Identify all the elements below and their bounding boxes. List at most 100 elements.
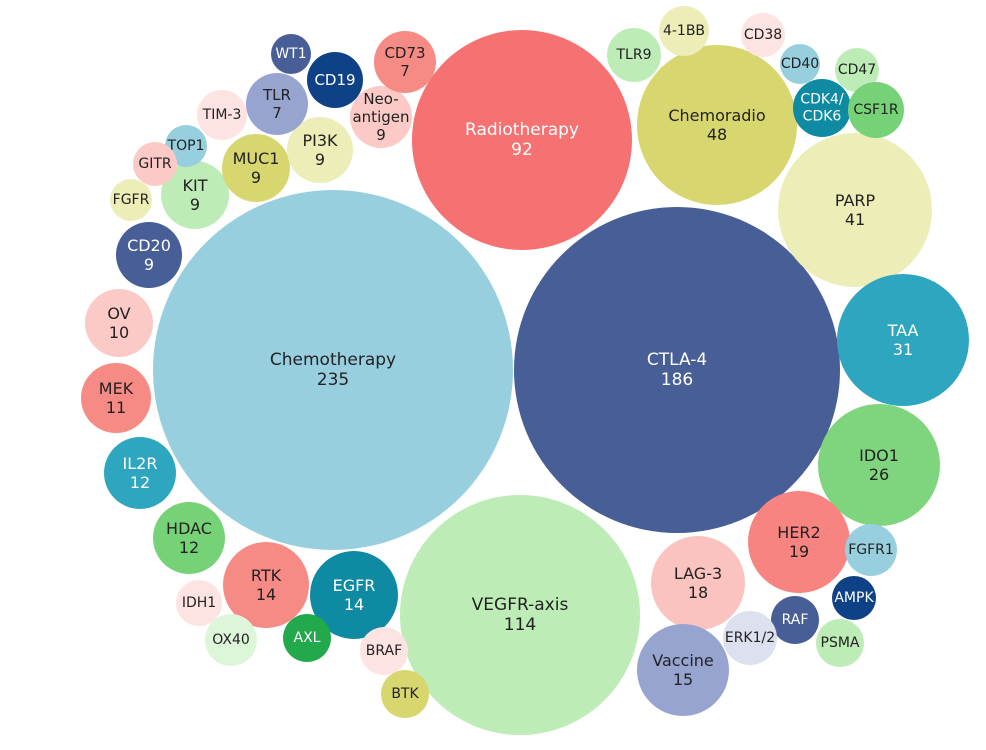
bubble-label-her2: HER2 — [777, 523, 820, 542]
bubble-circle-hdac — [153, 502, 225, 574]
bubble-value-pi3k: 9 — [315, 150, 325, 169]
bubble-circle-neo-antigen — [350, 86, 412, 148]
bubble-circle-egfr — [310, 551, 398, 639]
bubble-circle-kit — [161, 161, 229, 229]
bubble-wt1: WT1 — [271, 34, 311, 74]
bubble-label-top1: TOP1 — [167, 138, 205, 154]
bubble-circle-ctla-4 — [514, 207, 840, 533]
bubble-label-wt1: WT1 — [275, 46, 306, 62]
bubble-label-cdk4-cdk6: CDK4/ — [800, 92, 844, 108]
bubble-circle-chemoradio — [637, 45, 797, 205]
bubble-idh1: IDH1 — [176, 580, 222, 626]
bubble-label-ov: OV — [107, 304, 130, 323]
bubble-ox40: OX40 — [205, 614, 257, 666]
bubble-circle-csf1r — [848, 82, 904, 138]
bubble-circle-il2r — [104, 437, 176, 509]
bubble-label-neo-antigen: Neo- — [363, 90, 398, 108]
bubble-csf1r: CSF1R — [848, 82, 904, 138]
bubble-label-cd38: CD38 — [744, 27, 782, 43]
bubble-circle-vaccine — [637, 624, 729, 716]
bubble-value-kit: 9 — [190, 195, 200, 214]
bubble-label-ox40: OX40 — [212, 632, 250, 648]
bubble-cd38: CD38 — [741, 13, 785, 57]
bubble-label-raf: RAF — [782, 612, 809, 628]
bubble-circle-tim-3 — [197, 90, 247, 140]
bubble-circle-tlr — [246, 73, 308, 135]
bubble-label-psma: PSMA — [821, 635, 860, 651]
bubble-value-vaccine: 15 — [673, 670, 693, 689]
bubble-value-rtk: 14 — [256, 585, 276, 604]
bubble-label-lag-3: LAG-3 — [674, 564, 722, 583]
bubble-label-cd47: CD47 — [838, 62, 876, 78]
bubble-circle-axl — [283, 614, 331, 662]
bubble-value-ov: 10 — [109, 323, 129, 342]
bubble-gitr: GITR — [133, 142, 177, 186]
bubble-circle-fgfr1 — [845, 524, 897, 576]
bubble-circle-chemotherapy — [153, 190, 513, 550]
bubble-circle-btk — [381, 670, 429, 718]
bubble-label-idh1: IDH1 — [182, 595, 216, 611]
bubble-label-tlr9: TLR9 — [616, 47, 652, 63]
bubble-circle-cd47 — [835, 48, 879, 92]
bubble-4-1bb: 4-1BB — [659, 6, 709, 56]
bubble-label-4-1bb: 4-1BB — [663, 23, 705, 39]
bubble-label-kit: KIT — [183, 176, 208, 195]
bubble-label-radiotherapy: Radiotherapy — [465, 120, 579, 140]
bubble-circle-vegfr-axis — [400, 495, 640, 735]
bubble-label-axl: AXL — [294, 630, 321, 646]
bubble-circle-psma — [816, 619, 864, 667]
bubble-label-ampk: AMPK — [834, 590, 874, 606]
bubble-btk: BTK — [381, 670, 429, 718]
bubble-value-mek: 11 — [106, 398, 126, 417]
bubble-circle-cd19 — [307, 52, 363, 108]
bubble-label-parp: PARP — [835, 191, 876, 210]
bubble-circle-braf — [360, 627, 408, 675]
bubble-circle-fgfr — [110, 179, 152, 221]
bubble-label-gitr: GITR — [138, 156, 172, 172]
bubble-value-chemotherapy: 235 — [317, 370, 349, 390]
bubble-label-vegfr-axis: VEGFR-axis — [472, 595, 569, 615]
bubble-label-cd73: CD73 — [384, 44, 425, 62]
bubble-circle-raf — [771, 596, 819, 644]
bubble-value-cd73: 7 — [400, 62, 410, 80]
bubble-raf: RAF — [771, 596, 819, 644]
bubble-circle-rtk — [223, 542, 309, 628]
bubble-circle-cd38 — [741, 13, 785, 57]
bubble-label-cd40: CD40 — [781, 56, 819, 72]
bubble-label-cd20: CD20 — [127, 236, 171, 255]
bubble-value-chemoradio: 48 — [707, 125, 727, 144]
bubble-circle-her2 — [748, 491, 850, 593]
bubble-value-parp: 41 — [845, 210, 865, 229]
bubble-circle-cd40 — [780, 44, 820, 84]
bubble-label-ctla-4: CTLA-4 — [647, 350, 707, 370]
bubble-ampk: AMPK — [832, 576, 876, 620]
bubble-label-tlr: TLR — [262, 86, 291, 104]
bubble-label-mek: MEK — [99, 379, 134, 398]
bubble-circle-muc1 — [222, 134, 290, 202]
bubble-circle-tlr9 — [607, 28, 661, 82]
bubble-circle-lag-3 — [651, 536, 745, 630]
bubble-cd19: CD19 — [307, 52, 363, 108]
bubble-circle-parp — [778, 133, 932, 287]
bubble-cd40: CD40 — [780, 44, 820, 84]
bubble-circle-cd73 — [374, 31, 436, 93]
bubble-circle-4-1bb — [659, 6, 709, 56]
bubble-label-hdac: HDAC — [166, 519, 212, 538]
bubble-label-taa: TAA — [887, 321, 919, 340]
bubble-circle-idh1 — [176, 580, 222, 626]
